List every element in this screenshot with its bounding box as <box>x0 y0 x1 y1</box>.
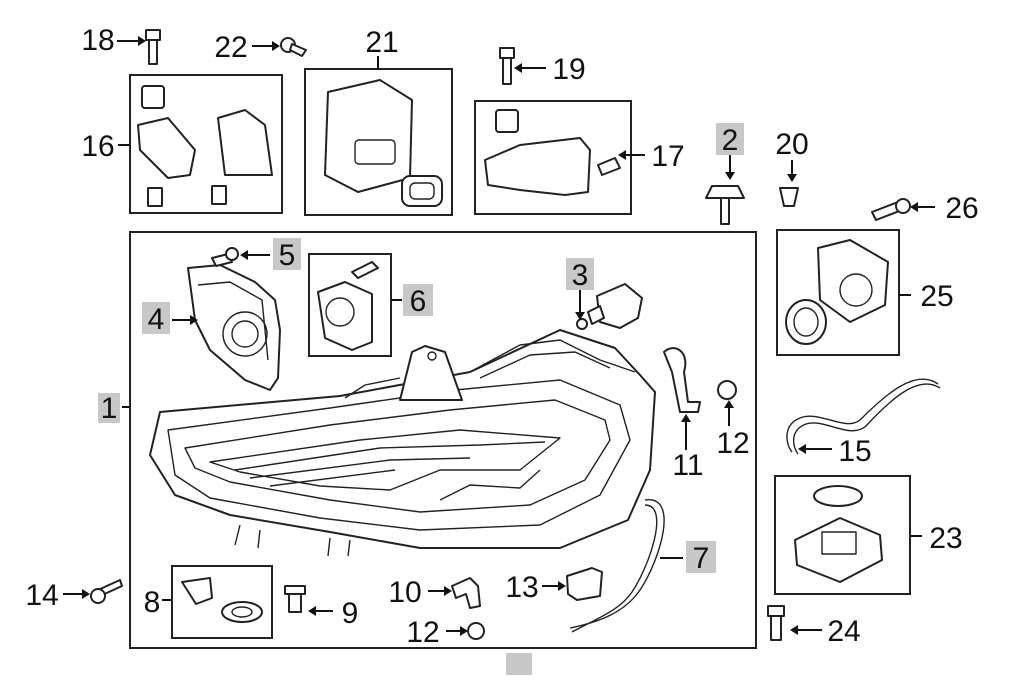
part-3-bulb-drawing <box>576 283 643 330</box>
callout-10: 10 <box>388 576 421 609</box>
callout-highlights <box>98 123 744 675</box>
callout-17: 17 <box>651 140 684 173</box>
group-box-6 <box>308 253 392 357</box>
callout-highlight-2 <box>716 123 744 155</box>
callout-13: 13 <box>505 571 538 604</box>
callout-18: 18 <box>81 24 114 57</box>
callout-15: 15 <box>838 435 871 468</box>
group-box-8 <box>171 565 273 639</box>
callout-20: 20 <box>775 128 808 161</box>
part-12-cap-drawing <box>717 380 737 400</box>
part-10-elbow-drawing <box>451 577 481 609</box>
callout-labels: 1 2 3 4 5 6 7 8 9 10 11 12 12 13 14 15 1… <box>25 24 978 649</box>
callout-2: 2 <box>722 124 739 157</box>
part-7-cable-drawing <box>569 499 665 633</box>
callout-highlight-3 <box>566 258 594 290</box>
callout-highlight-5 <box>273 238 301 270</box>
part-24-bolt-drawing <box>767 605 785 641</box>
page-marker <box>506 653 532 675</box>
callout-9: 9 <box>342 597 359 630</box>
part-5-screw-drawing <box>211 247 239 267</box>
part-19-bolt-drawing <box>499 47 515 85</box>
group-box-17 <box>474 100 632 215</box>
callout-4: 4 <box>148 303 165 336</box>
callout-11: 11 <box>672 449 703 482</box>
callout-7: 7 <box>693 542 710 575</box>
group-17-parts-drawing <box>484 109 621 196</box>
group-23-parts-drawing <box>794 485 883 583</box>
part-13-clip-drawing <box>566 567 603 601</box>
callout-highlight-4 <box>142 302 170 334</box>
part-26-screw-drawing <box>871 198 911 221</box>
callout-22: 22 <box>214 31 247 64</box>
part-12-cap-lower-drawing <box>467 622 485 640</box>
callout-5: 5 <box>279 239 296 272</box>
callout-26: 26 <box>945 192 978 225</box>
callout-25: 25 <box>920 280 953 313</box>
part-14-screw-drawing <box>90 579 123 604</box>
callout-24: 24 <box>827 615 860 648</box>
part-9-bolt-drawing <box>284 585 306 613</box>
part-11-hose-drawing <box>663 347 701 413</box>
callout-12-lower: 12 <box>406 616 439 649</box>
callout-19: 19 <box>552 53 585 86</box>
part-22-screw-drawing <box>280 37 307 57</box>
callout-12-upper: 12 <box>716 427 749 460</box>
part-8-bracket-drawing <box>181 577 263 623</box>
callout-1: 1 <box>101 392 118 425</box>
part-4-cover-drawing <box>187 264 281 391</box>
callout-highlight-6 <box>403 284 433 316</box>
group-16-parts-drawing <box>137 85 273 207</box>
callout-21: 21 <box>365 26 398 59</box>
callout-23: 23 <box>929 522 962 555</box>
part-18-bolt-drawing <box>145 29 161 65</box>
group-box-25 <box>776 229 900 356</box>
leader-lines <box>63 36 935 636</box>
callout-3: 3 <box>572 259 589 292</box>
callout-highlight-1 <box>98 393 120 423</box>
group-25-parts-drawing <box>785 239 889 345</box>
part-2-bolt-drawing <box>705 185 745 225</box>
callout-16: 16 <box>81 130 114 163</box>
callout-8: 8 <box>144 586 161 619</box>
part-15-hose-drawing <box>786 378 941 455</box>
callout-14: 14 <box>25 579 58 612</box>
part-6-adjuster-drawing <box>317 261 379 351</box>
callout-6: 6 <box>410 285 427 318</box>
group-21-parts-drawing <box>324 79 443 207</box>
group-box-main-headlamp <box>129 231 757 649</box>
headlamp-assembly-drawing <box>149 329 656 557</box>
part-20-clip-drawing <box>779 187 799 207</box>
callout-highlight-7 <box>686 541 716 573</box>
